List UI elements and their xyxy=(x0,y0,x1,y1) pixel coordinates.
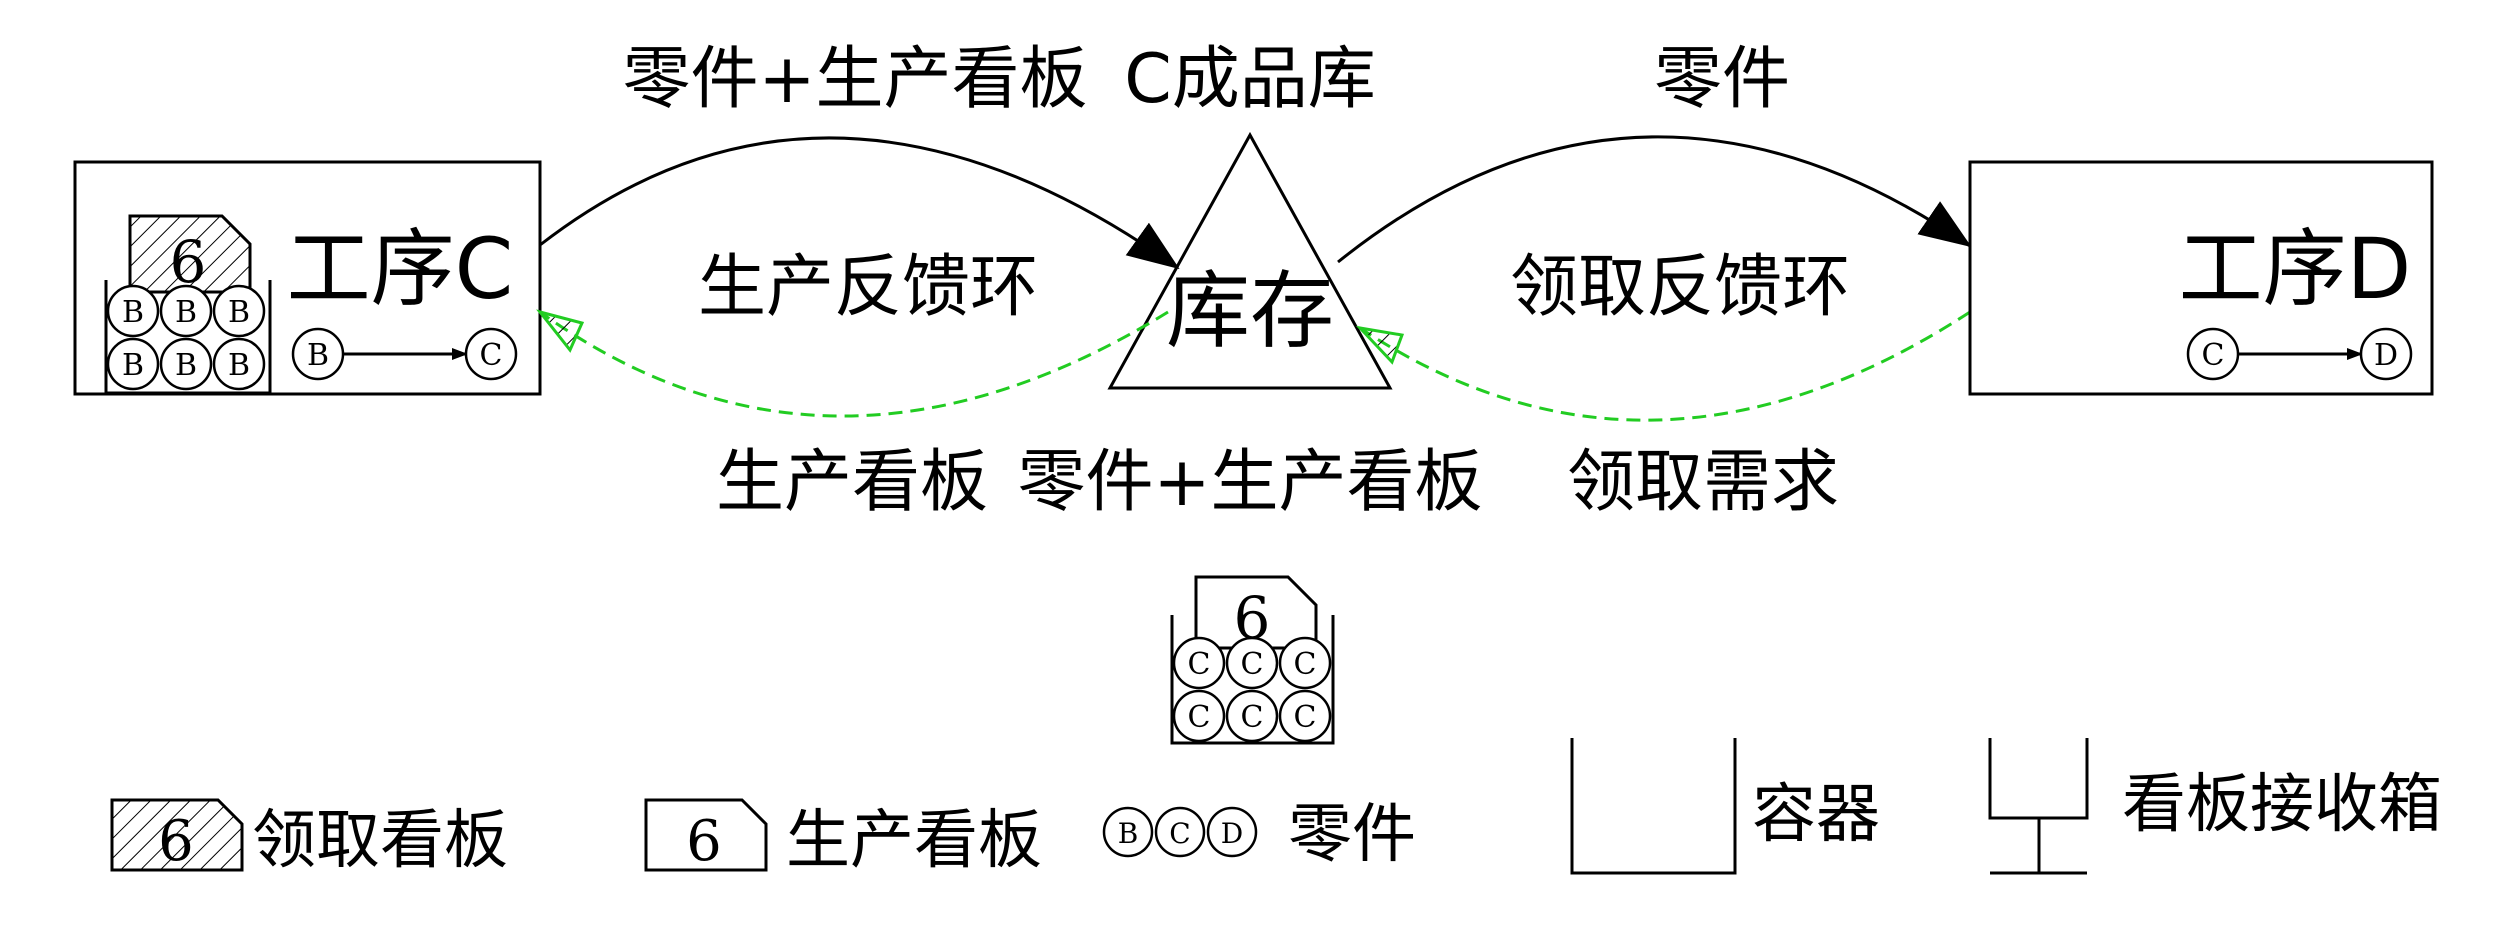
part-b-text: B xyxy=(175,295,197,330)
part-c-circle xyxy=(1278,636,1332,690)
legend: 6 领取看板 6 生产看板 B C D 零件 容器 看板接收箱 xyxy=(110,738,2442,878)
part-b-text: B xyxy=(228,295,250,330)
container-center xyxy=(1170,615,1335,745)
part-c-text: C xyxy=(2202,338,2225,373)
parts-b-group: B B B B B B xyxy=(106,284,266,391)
part-b-circle xyxy=(212,284,266,338)
finished-goods-label: C成品库 xyxy=(1124,40,1375,119)
legend-withdrawal-kanban-icon xyxy=(110,798,244,872)
part-c-circle xyxy=(1172,689,1226,743)
part-c-circle xyxy=(1278,689,1332,743)
part-b-circle xyxy=(159,337,213,391)
legend-production-kanban-number: 6 xyxy=(686,809,722,874)
production-feedback-arrowhead xyxy=(536,309,585,353)
bottom-left-label: 生产看板 xyxy=(716,443,988,522)
legend-part-b-icon xyxy=(1102,806,1154,858)
part-d-text: D xyxy=(2374,338,2398,373)
legend-kanban-box-label: 看板接收箱 xyxy=(2122,768,2442,842)
legend-part-c-text: C xyxy=(1169,817,1190,850)
withdrawal-kanban-number: 6 xyxy=(170,228,207,296)
withdrawal-feedback-arrowhead xyxy=(1355,325,1405,365)
bottom-right-label: 领取需求 xyxy=(1567,443,1839,522)
part-c-text: C xyxy=(1188,700,1211,735)
legend-parts-label: 零件 xyxy=(1288,798,1416,872)
part-b-text: B xyxy=(122,295,144,330)
top-left-arrow-label: 零件+生产看板 xyxy=(623,40,1088,119)
part-c-text: C xyxy=(1241,647,1264,682)
legend-container-label: 容器 xyxy=(1752,778,1880,852)
legend-kanban-box-icon xyxy=(1988,738,2089,820)
legend-part-c-icon xyxy=(1154,806,1206,858)
production-loop-label: 生产反馈环 xyxy=(698,248,1038,327)
legend-production-kanban-icon xyxy=(644,798,768,872)
withdrawal-feedback-arc xyxy=(1359,310,1971,422)
part-c-text: C xyxy=(1294,647,1317,682)
process-c-box xyxy=(73,160,542,396)
part-b-circle xyxy=(106,337,160,391)
part-b-text: B xyxy=(307,338,329,373)
inventory-label: 库存 xyxy=(1166,262,1334,360)
part-c-text: C xyxy=(480,338,503,373)
part-c-circle xyxy=(1225,636,1279,690)
production-feedback-arc xyxy=(539,310,1169,418)
part-c-text: C xyxy=(1188,647,1211,682)
legend-withdrawal-kanban-label: 领取看板 xyxy=(252,804,508,878)
parts-c-group: C C C C C C xyxy=(1172,636,1332,743)
legend-withdrawal-kanban-number: 6 xyxy=(158,809,194,874)
part-b-text: B xyxy=(175,348,197,383)
part-c-text: C xyxy=(1241,700,1264,735)
part-c-circle xyxy=(1172,636,1226,690)
legend-part-d-text: D xyxy=(1221,817,1243,850)
parts-flow-arc-right xyxy=(1337,135,1972,264)
part-b-circle xyxy=(212,337,266,391)
production-kanban-card xyxy=(1194,575,1318,650)
legend-part-d-icon xyxy=(1206,806,1258,858)
process-c-label: 工序C xyxy=(287,220,514,318)
inventory-triangle xyxy=(1107,131,1393,390)
withdrawal-kanban-card xyxy=(128,214,252,294)
container-c xyxy=(104,280,272,395)
legend-production-kanban-label: 生产看板 xyxy=(786,804,1042,878)
part-d-circle xyxy=(2359,327,2413,381)
process-d-label: 工序D xyxy=(2179,220,2412,318)
part-b-circle xyxy=(159,284,213,338)
process-d-box xyxy=(1968,160,2434,396)
part-b-circle xyxy=(106,284,160,338)
part-b-text: B xyxy=(122,348,144,383)
part-c-circle xyxy=(1225,689,1279,743)
bottom-center-label: 零件+生产看板 xyxy=(1018,443,1483,522)
part-b-text: B xyxy=(228,348,250,383)
parts-flow-arc-left xyxy=(539,136,1180,270)
legend-part-b-text: B xyxy=(1118,817,1139,850)
part-c-text: C xyxy=(1294,700,1317,735)
part-c-circle xyxy=(464,327,518,381)
top-right-arrow-label: 零件 xyxy=(1654,40,1790,119)
legend-container-icon xyxy=(1570,738,1737,875)
withdrawal-loop-label: 领取反馈环 xyxy=(1510,248,1850,327)
